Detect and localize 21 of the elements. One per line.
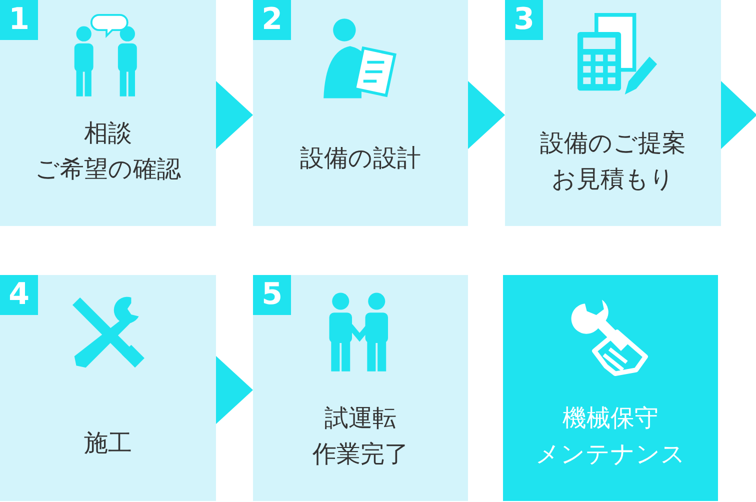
step-number: 2	[253, 0, 291, 40]
chevron-arrow	[216, 356, 253, 424]
step-number: 5	[253, 275, 291, 315]
step-label: 機械保守メンテナンス	[534, 403, 686, 470]
step-card	[253, 275, 468, 501]
step-card	[253, 0, 468, 226]
step-label: 設備の設計	[299, 143, 422, 174]
step-card	[505, 0, 721, 226]
chevron-arrow	[216, 81, 253, 149]
step-number: 3	[505, 0, 543, 40]
step-number: 4	[0, 275, 38, 315]
step-label: 試運転作業完了	[312, 403, 410, 470]
step-card	[0, 275, 216, 501]
step-label: 設備のご提案お見積もり	[539, 128, 687, 195]
chevron-arrow	[721, 81, 756, 149]
step-card	[503, 275, 718, 501]
step-label: 施工	[83, 428, 133, 459]
step-card	[0, 0, 216, 226]
chevron-arrow	[468, 81, 505, 149]
step-number: 1	[0, 0, 38, 40]
step-label: 相談ご希望の確認	[34, 118, 182, 185]
